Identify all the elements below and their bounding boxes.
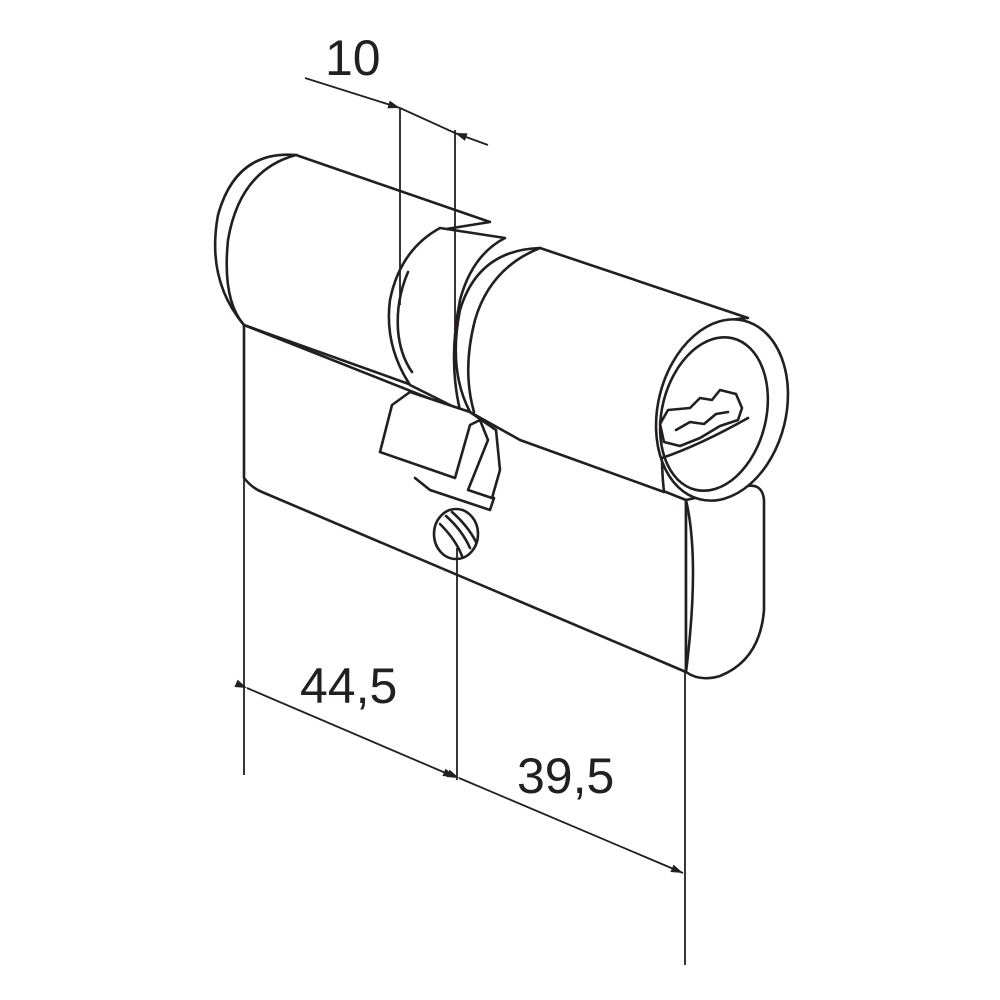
cam-ring-inner	[396, 270, 414, 374]
dimension-label-cam-width: 10	[325, 30, 381, 86]
keyway-detail	[674, 410, 730, 432]
cylinder-face-outer	[654, 318, 790, 502]
dim-line-44-5	[234, 679, 456, 778]
dim-line-10-mid	[399, 107, 456, 134]
dimension-label-left-length: 44,5	[300, 658, 397, 714]
cylinder-face-inner	[658, 335, 770, 493]
dimension-label-right-length: 39,5	[517, 748, 614, 804]
screw-thread-3	[438, 522, 464, 558]
dim-line-10-right	[454, 132, 489, 146]
screw-thread-2	[450, 510, 478, 544]
dim-line-10-left	[304, 77, 401, 109]
fixing-screw-hole	[432, 507, 480, 561]
screw-thread-1	[444, 514, 472, 550]
keyway-plug-line	[660, 416, 750, 460]
cylinder-bar-end-face	[684, 484, 766, 680]
right-barrel-seam	[466, 246, 542, 414]
cam-lever-notch	[413, 476, 496, 512]
dim-line-39-5	[446, 769, 684, 874]
left-barrel-end	[225, 153, 298, 327]
bar-end-curve	[684, 498, 695, 674]
keyway-slot	[658, 388, 744, 448]
